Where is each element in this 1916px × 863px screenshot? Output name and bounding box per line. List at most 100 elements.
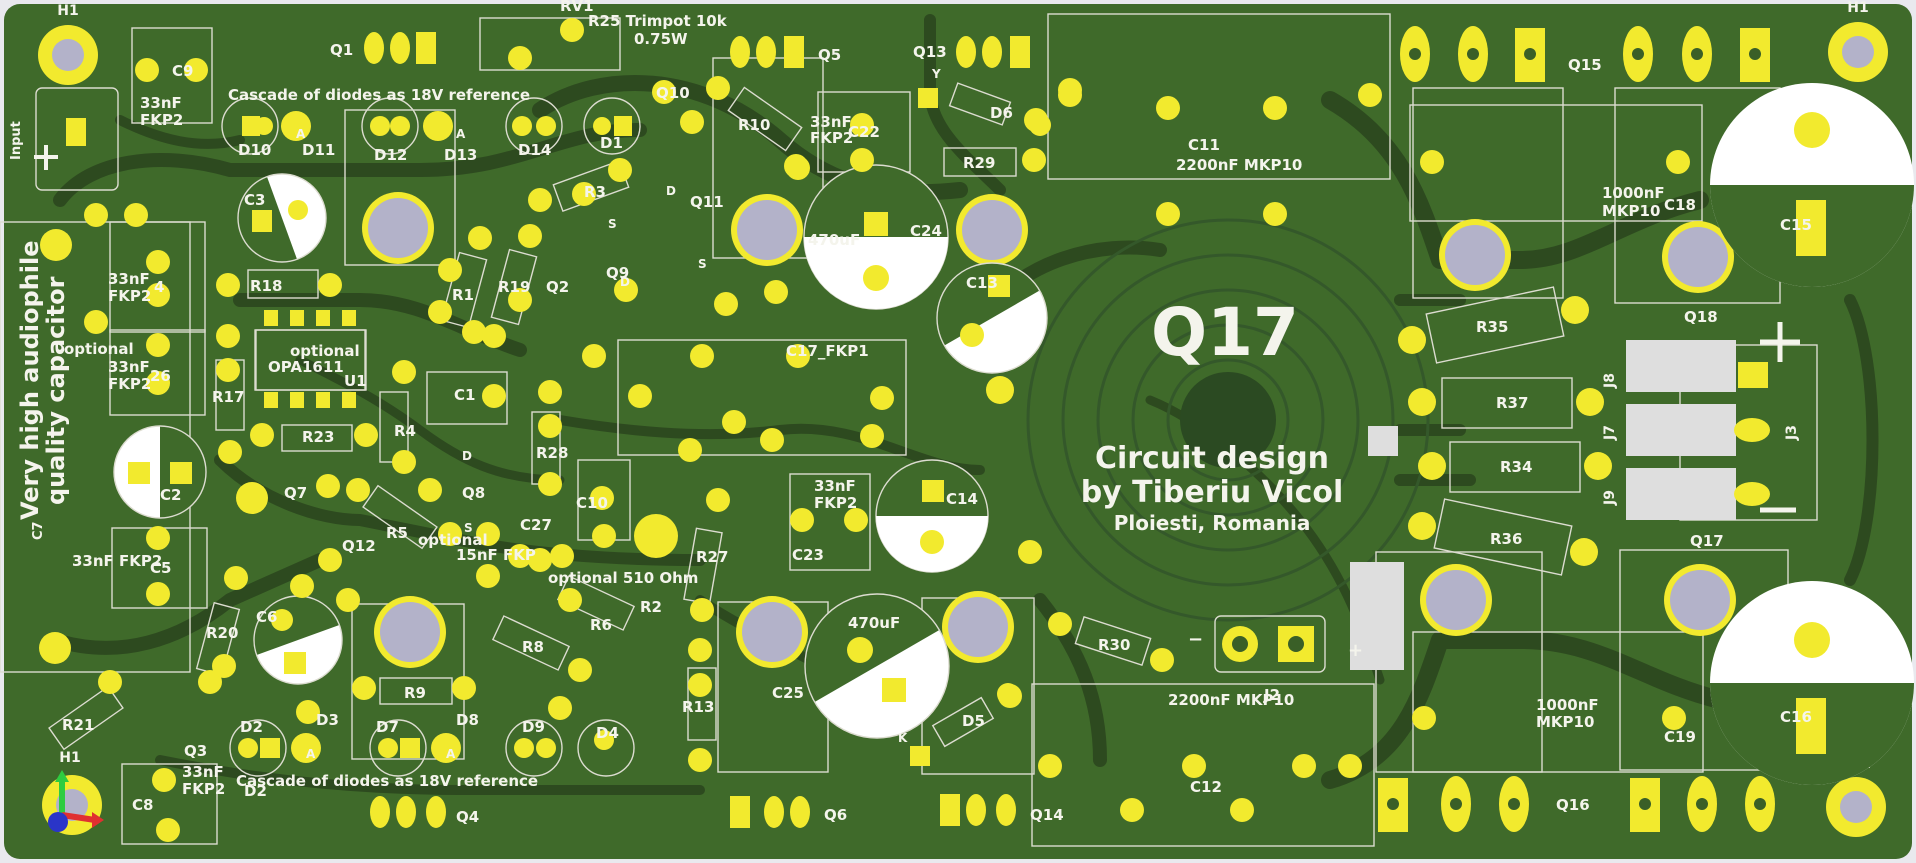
pin-K: K (898, 731, 908, 745)
label-C8: C8 (132, 796, 153, 814)
label-Q11: Q11 (690, 193, 724, 211)
label-C3: C3 (244, 191, 265, 209)
input-connector (34, 118, 86, 170)
label-Q15: Q15 (1568, 56, 1602, 74)
label-C6: C6 (256, 608, 277, 626)
label-C1: C1 (454, 386, 475, 404)
label-D10: D10 (238, 141, 271, 159)
label-C4-val: 33nF (108, 270, 150, 288)
pin-A1: A (306, 747, 316, 761)
label-D5: D5 (962, 712, 985, 730)
label-R3: R3 (584, 183, 606, 201)
label-C5-val: 33nF FKP2 (72, 552, 162, 570)
label-Q2: Q2 (546, 278, 569, 296)
label-C22-val: 33nF (810, 113, 852, 131)
label-Q1: Q1 (330, 41, 353, 59)
label-C9-type: FKP2 (140, 111, 183, 129)
label-D14: D14 (518, 141, 551, 159)
label-D12: D12 (374, 146, 407, 164)
label-C24: C24 (910, 222, 942, 240)
label-J8: J8 (1602, 373, 1618, 389)
label-C18-type: MKP10 (1602, 202, 1660, 220)
label-C23: C23 (792, 546, 824, 564)
label-R35: R35 (1476, 318, 1508, 336)
j2-connector (1222, 626, 1314, 662)
pin-A4: A (456, 127, 466, 141)
electrolytic-capacitors (113, 83, 1914, 785)
label-R17: R17 (212, 388, 244, 406)
pin-Y: Y (931, 67, 941, 81)
label-C11-val: 2200nF MKP10 (1176, 156, 1302, 174)
label-R1: R1 (452, 286, 474, 304)
output-terminals (1350, 340, 1770, 670)
label-C2: C2 (160, 486, 181, 504)
label-C27-val: 15nF FKP (456, 546, 536, 564)
label-C23-val: 33nF (814, 477, 856, 495)
label-R10: R10 (738, 116, 770, 134)
label-C24-val: 470uF (808, 231, 860, 249)
trimpot-label: R25 Trimpot 10k (588, 12, 728, 30)
label-C16: C16 (1780, 708, 1812, 726)
label-C5: C5 (150, 559, 171, 577)
label-C4-type: FKP2 (108, 287, 151, 305)
label-C23-type: FKP2 (814, 494, 857, 512)
power-transistor-pads (362, 192, 1736, 668)
label-Q16: Q16 (1556, 796, 1590, 814)
label-C26-val: 33nF (108, 358, 150, 376)
optional-510: optional 510 Ohm (548, 569, 698, 587)
label-Q17: Q17 (1690, 532, 1724, 550)
label-C27: C27 (520, 516, 552, 534)
board-title: Q17 (1151, 294, 1299, 371)
origin-axis-icon (48, 770, 104, 832)
label-D1: D1 (600, 134, 623, 152)
label-R4: R4 (394, 422, 416, 440)
label-C8-type: FKP2 (182, 780, 225, 798)
label-C22: C22 (848, 123, 880, 141)
pin-S2: S (698, 257, 707, 271)
title-rings (1026, 218, 1430, 622)
label-Q18: Q18 (1684, 308, 1718, 326)
silkscreen-labels: C9 33nF FKP2 Cascade of diodes as 18V re… (62, 0, 1812, 826)
credit-line-1: Circuit design (1095, 441, 1329, 476)
label-C19-type: MKP10 (1536, 713, 1594, 731)
label-C26: 26 (150, 367, 171, 385)
label-C26-type: FKP2 (108, 375, 151, 393)
label-R29: R29 (963, 154, 995, 172)
label-C18-val: 1000nF (1602, 184, 1665, 202)
label-C14: C14 (946, 490, 978, 508)
label-C25-hidden: C25 (772, 684, 804, 702)
polarity-marks (1760, 322, 1800, 513)
label-Q7: Q7 (284, 484, 307, 502)
label-R21: R21 (62, 716, 94, 734)
label-Q14: Q14 (1030, 806, 1064, 824)
label-D11: D11 (302, 141, 335, 159)
label-D9: D9 (522, 718, 545, 736)
label-U1: U1 (344, 372, 367, 390)
label-D8: D8 (456, 711, 479, 729)
pin-A3: A (296, 127, 306, 141)
label-J2: J2 (1263, 686, 1280, 704)
credit-line-2: by Tiberiu Vicol (1081, 475, 1344, 510)
pin-A2: A (446, 747, 456, 761)
label-D2: D2 (240, 718, 263, 736)
vertical-text-1: Very high audiophile (16, 241, 44, 520)
cascade-top: Cascade of diodes as 18V reference (228, 86, 530, 104)
j2-plus: + (1348, 640, 1363, 661)
label-Q12: Q12 (342, 537, 376, 555)
label-R2: R2 (640, 598, 662, 616)
label-H1-tr: H1 (1847, 0, 1868, 16)
label-R13: R13 (682, 698, 714, 716)
label-OPA1611: OPA1611 (268, 358, 344, 376)
label-D6: D6 (990, 104, 1013, 122)
label-Q4: Q4 (456, 808, 479, 826)
label-C9: C9 (172, 62, 193, 80)
label-C19-val: 1000nF (1536, 696, 1599, 714)
label-R6: R6 (590, 616, 612, 634)
label-Q6: Q6 (824, 806, 847, 824)
rectifier-diodes (910, 82, 1051, 766)
label-RV1: RV1 (560, 0, 594, 15)
pin-D1: D (620, 275, 630, 289)
pin-D2: D (666, 184, 676, 198)
label-R20: R20 (206, 624, 238, 642)
label-C9-val: 33nF (140, 94, 182, 112)
